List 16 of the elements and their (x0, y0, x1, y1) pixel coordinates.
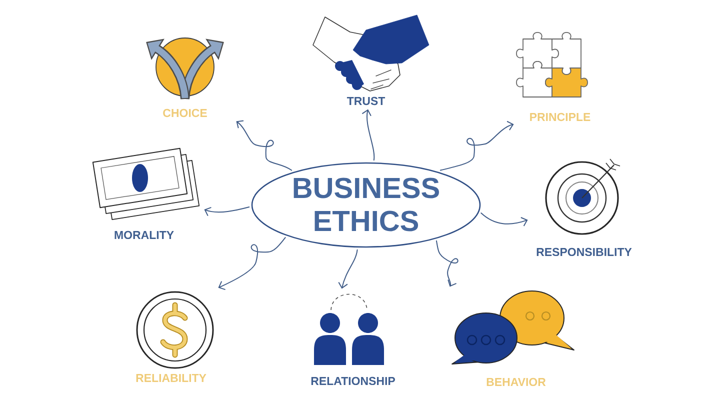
concept-label: RELIABILITY (136, 374, 206, 382)
concept-label: BEHAVIOR (486, 378, 546, 386)
curly-arrow (440, 120, 514, 171)
curly-arrow (480, 212, 528, 227)
concept-label: MORALITY (114, 230, 174, 240)
curly-arrow (338, 249, 358, 289)
concept-label: PRINCIPLE (530, 112, 590, 122)
curly-arrow (204, 206, 250, 216)
curly-arrow (236, 120, 292, 171)
curly-arrow (362, 109, 375, 161)
curly-arrow (436, 240, 458, 287)
concept-label: RELATIONSHIP (311, 376, 395, 386)
concept-label: RESPONSIBILITY (536, 248, 632, 256)
curly-arrow (218, 237, 286, 290)
concept-label: TRUST (346, 96, 386, 106)
concept-label: CHOICE (163, 108, 207, 118)
